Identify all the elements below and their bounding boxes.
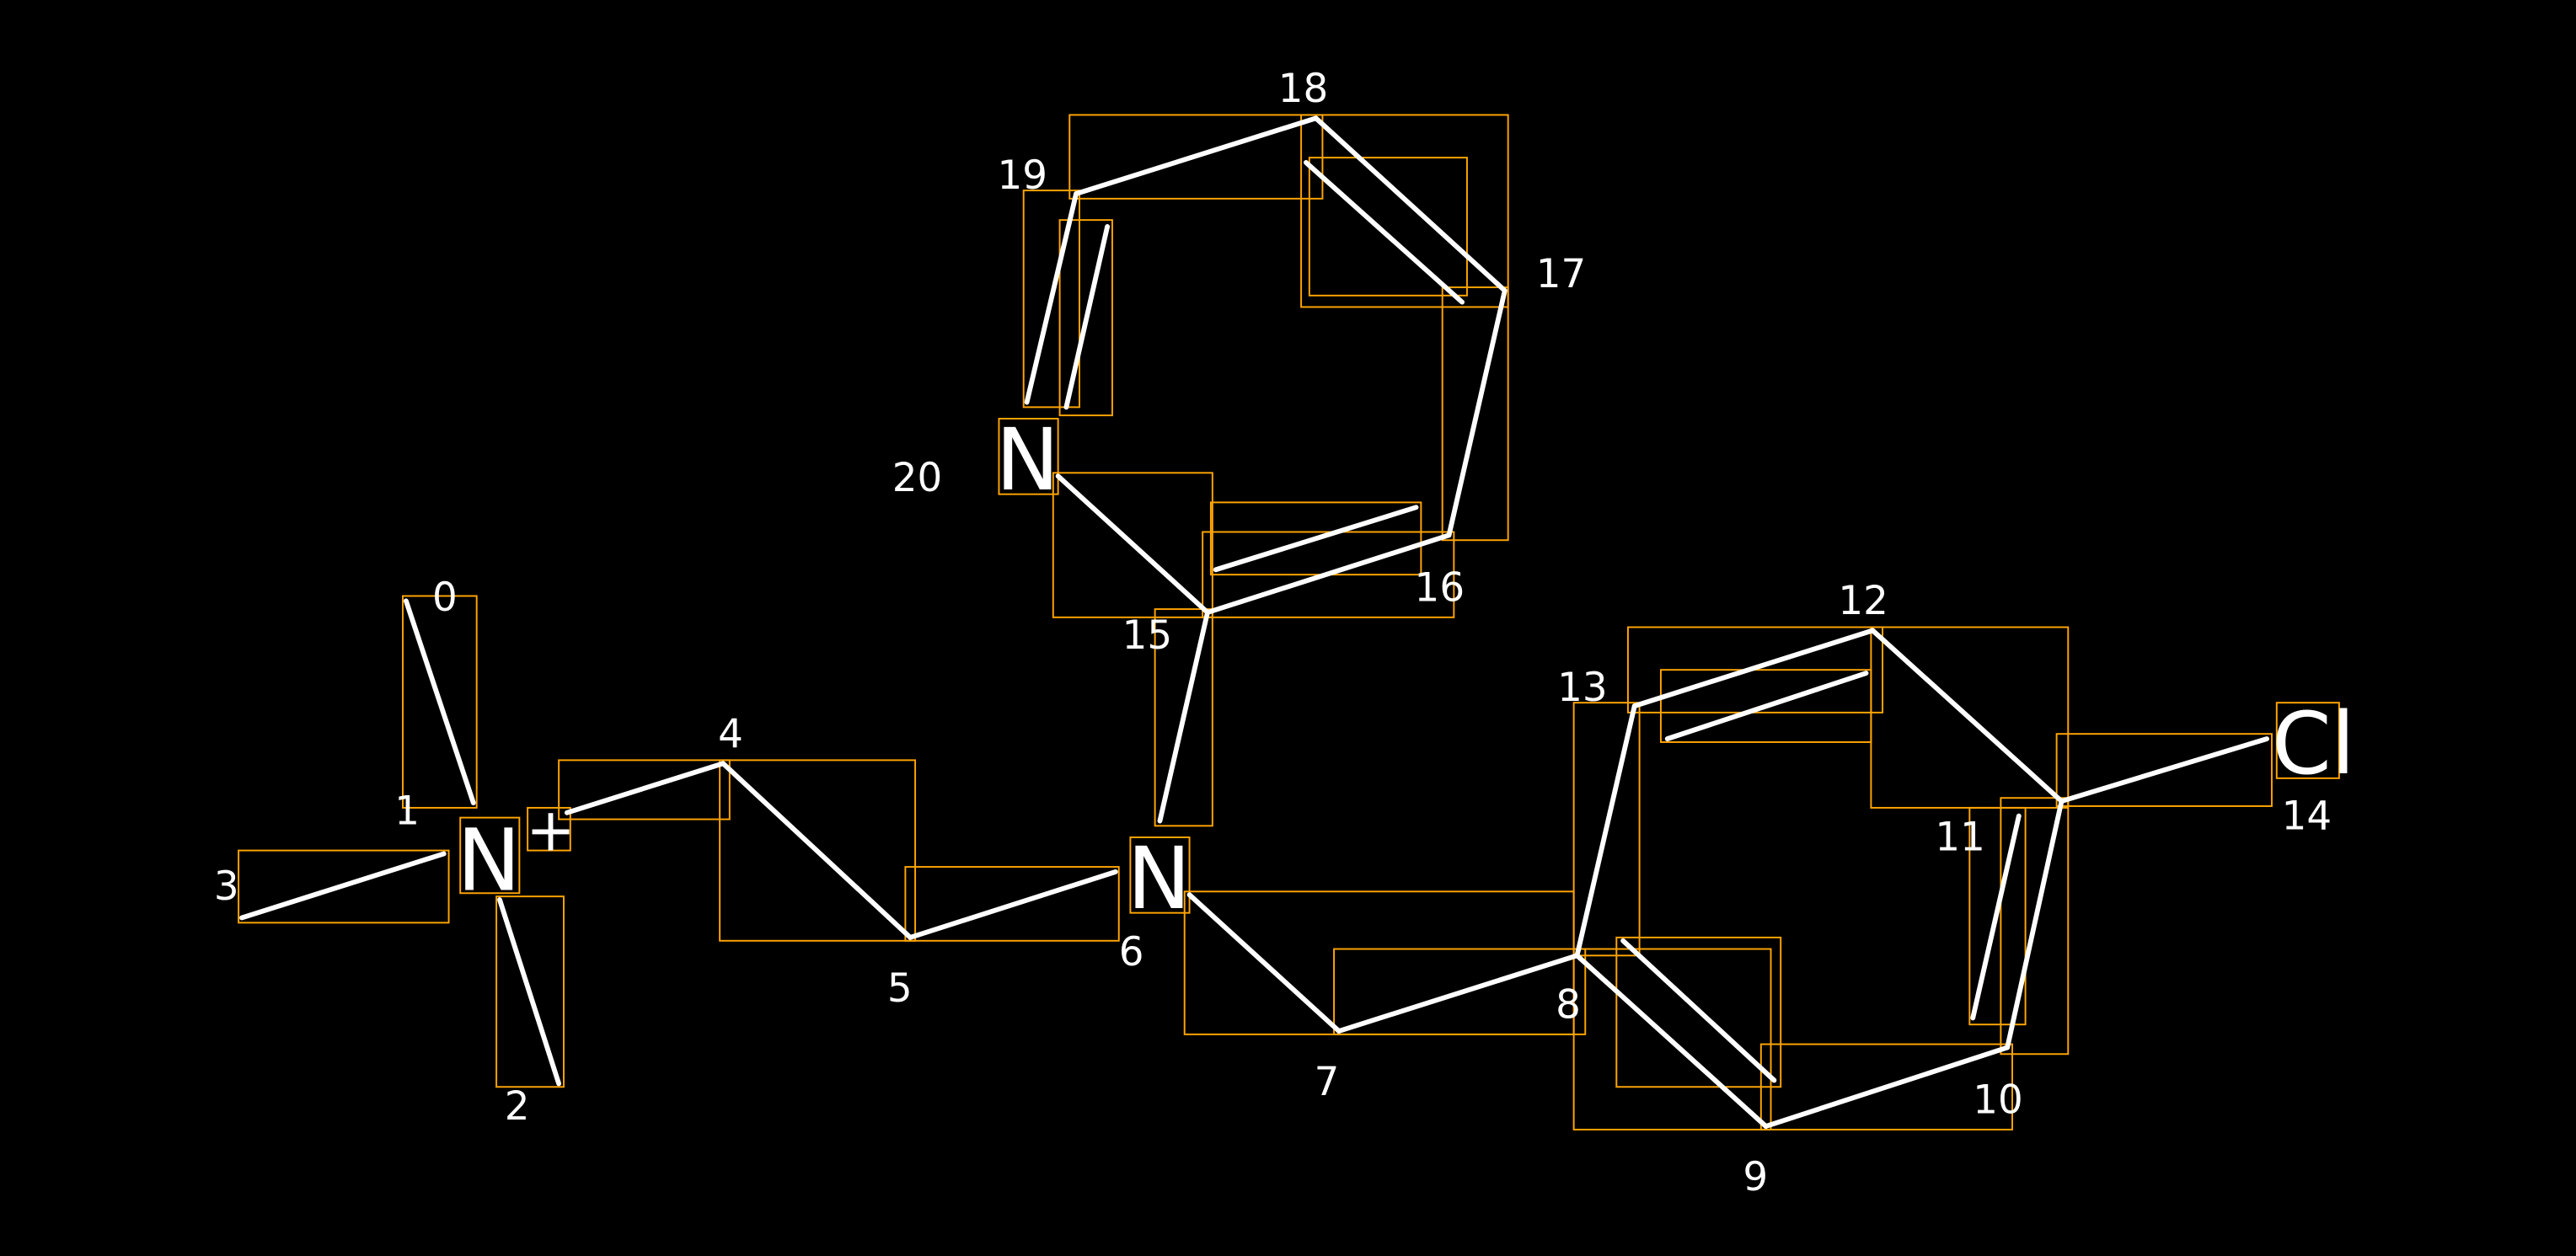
bond-13-8: [1574, 703, 1637, 959]
bond-box: [1300, 114, 1509, 308]
bond-box: [1615, 936, 1782, 1088]
index-label: 14: [2282, 794, 2332, 839]
bond-box: [1022, 190, 1080, 409]
bond-box: [1154, 608, 1213, 827]
atom-n20: N: [996, 410, 1060, 510]
atom-box: [998, 418, 1059, 495]
bond-4-5: [720, 761, 913, 940]
index-label: 17: [1536, 252, 1587, 297]
bond-box: [2000, 797, 2070, 1056]
index-label: 15: [1122, 613, 1173, 659]
index-label: 6: [1119, 930, 1144, 975]
bond-box: [1183, 890, 1575, 1035]
index-label: 5: [887, 966, 913, 1012]
bond-17-18-inner: [1304, 160, 1465, 305]
bond-n-2: [497, 897, 562, 1087]
bond-box: [1308, 157, 1468, 297]
bond-box: [238, 849, 450, 924]
bond-box: [1626, 626, 1884, 714]
bonds: [239, 115, 2270, 1129]
atom-n6: N: [1127, 829, 1191, 928]
index-label: 11: [1935, 815, 1985, 861]
bond-8-9: [1574, 953, 1769, 1129]
index-labels: 0 1 2 3 4 5 6 7 8 9 10 11 12 13 14 15 16…: [214, 67, 2332, 1200]
bond-box: [495, 895, 565, 1088]
index-label: 20: [892, 456, 943, 501]
bond-box: [1058, 219, 1113, 417]
bond-15-16-inner: [1213, 505, 1419, 573]
bond-9-10: [1763, 1045, 2011, 1129]
index-label: 10: [1973, 1077, 2023, 1123]
index-label: 9: [1743, 1155, 1768, 1200]
bond-10-11: [2005, 799, 2065, 1050]
bond-box: [1052, 472, 1213, 618]
bond-15-16: [1205, 532, 1452, 615]
atom-box: [2275, 702, 2340, 779]
index-label: 16: [1415, 565, 1465, 611]
bounding-boxes: [238, 114, 2340, 1130]
bond-15-n: [1157, 610, 1210, 824]
atom-charge: +: [526, 796, 576, 865]
bond-n-4: [564, 761, 726, 815]
bond-box: [1068, 114, 1324, 200]
bond-n-3: [239, 851, 447, 921]
atom-box: [1129, 836, 1191, 914]
bond-box: [1202, 531, 1455, 618]
bond-5-6: [908, 869, 1118, 940]
bond-box: [1209, 501, 1422, 576]
bond-11-12: [1870, 628, 2065, 804]
bond-box: [1572, 948, 1772, 1130]
atom-labels: N + N N Cl: [457, 410, 2355, 928]
index-label: 4: [718, 712, 743, 757]
index-label: 8: [1556, 982, 1581, 1028]
atom-cl: Cl: [2272, 694, 2355, 794]
atom-n-plus: N: [457, 810, 521, 910]
index-label: 13: [1557, 665, 1608, 711]
bond-8-9-inner: [1620, 938, 1777, 1083]
bond-19-20: [1024, 191, 1079, 405]
bond-box: [1759, 1043, 2013, 1130]
bond-box: [402, 595, 478, 809]
bond-10-11-inner: [1970, 813, 2022, 1021]
bond-box: [1333, 948, 1587, 1035]
bond-box: [2055, 733, 2273, 807]
bond-box: [1659, 669, 1872, 743]
atom-box: [527, 806, 571, 852]
atom-box: [459, 816, 521, 895]
index-label: 18: [1278, 67, 1329, 112]
bond-0-1: [403, 598, 476, 805]
bond-n-7: [1186, 892, 1342, 1034]
index-label: 1: [394, 788, 420, 834]
bond-12-13: [1631, 628, 1876, 709]
index-label: 3: [214, 864, 239, 910]
bond-18-19: [1074, 115, 1319, 196]
index-label: 12: [1838, 579, 1888, 624]
bond-20-15: [1055, 473, 1210, 615]
bond-16-17: [1446, 288, 1508, 538]
index-label: 7: [1315, 1060, 1340, 1105]
bond-box: [1441, 286, 1509, 542]
bond-box: [719, 759, 917, 942]
bond-box: [904, 866, 1120, 942]
bond-box: [1572, 702, 1641, 957]
index-label: 2: [505, 1084, 530, 1130]
index-label: 19: [998, 153, 1048, 199]
bond-7-8: [1336, 953, 1580, 1034]
bond-12-13-inner: [1664, 671, 1869, 741]
bond-11-cl: [2059, 736, 2270, 804]
index-label: 0: [432, 575, 458, 621]
bond-box: [558, 759, 731, 820]
bond-19-20-inner: [1063, 224, 1111, 410]
bond-17-18: [1313, 115, 1508, 293]
